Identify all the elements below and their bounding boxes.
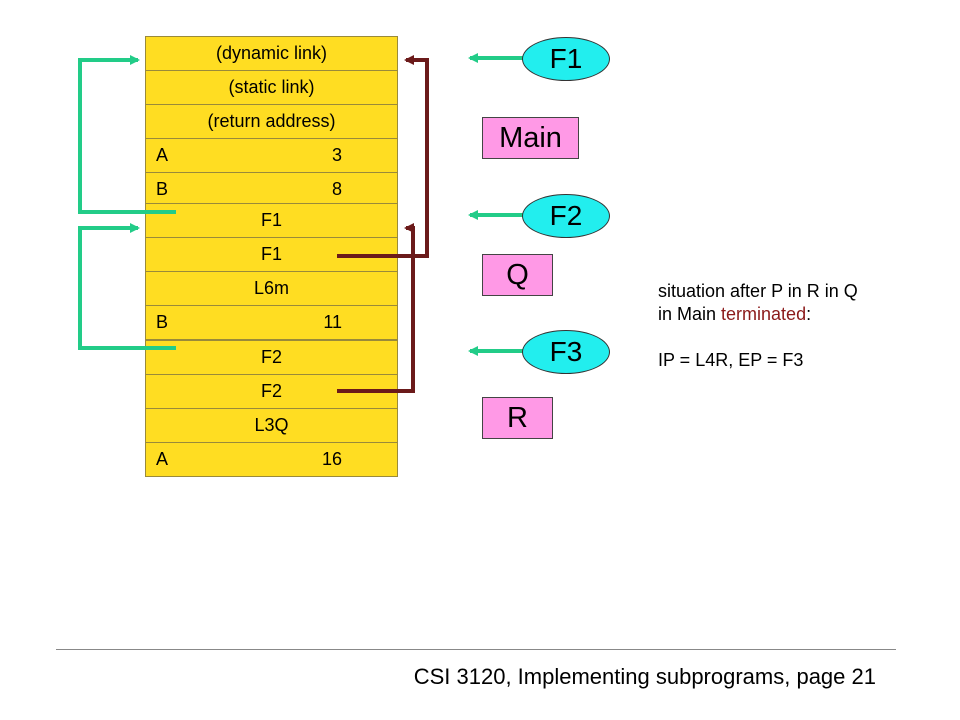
procedure-label-main: Main: [482, 117, 579, 159]
return-address-cell: L6m: [145, 271, 398, 306]
procedure-label-q: Q: [482, 254, 553, 296]
procedure-label-r: R: [482, 397, 553, 439]
situation-note: situation after P in R in Q in Main term…: [658, 280, 858, 372]
dynamic-link-cell: (dynamic link): [145, 36, 398, 71]
footer-divider: [56, 649, 896, 650]
note-line-3: IP = L4R, EP = F3: [658, 350, 804, 370]
pointer-ellipse-f1: F1: [522, 37, 610, 81]
dynamic-link-cell: F1: [145, 203, 398, 238]
dynamic-link-arrow-f2-to-f1: [78, 55, 176, 214]
static-link-arrow-f3-to-f2: [337, 223, 415, 393]
note-line-2: in Main terminated:: [658, 304, 812, 324]
dynamic-link-arrow-f3-to-f2: [78, 223, 176, 350]
terminated-word: terminated: [721, 304, 807, 324]
static-link-arrow-f2-to-f1: [337, 55, 429, 258]
note-line-1: situation after P in R in Q: [658, 281, 858, 301]
return-address-cell: (return address): [145, 104, 398, 139]
page-footer: CSI 3120, Implementing subprograms, page…: [413, 664, 876, 689]
pointer-ellipse-f3: F3: [522, 330, 610, 374]
pointer-ellipse-f2: F2: [522, 194, 610, 238]
